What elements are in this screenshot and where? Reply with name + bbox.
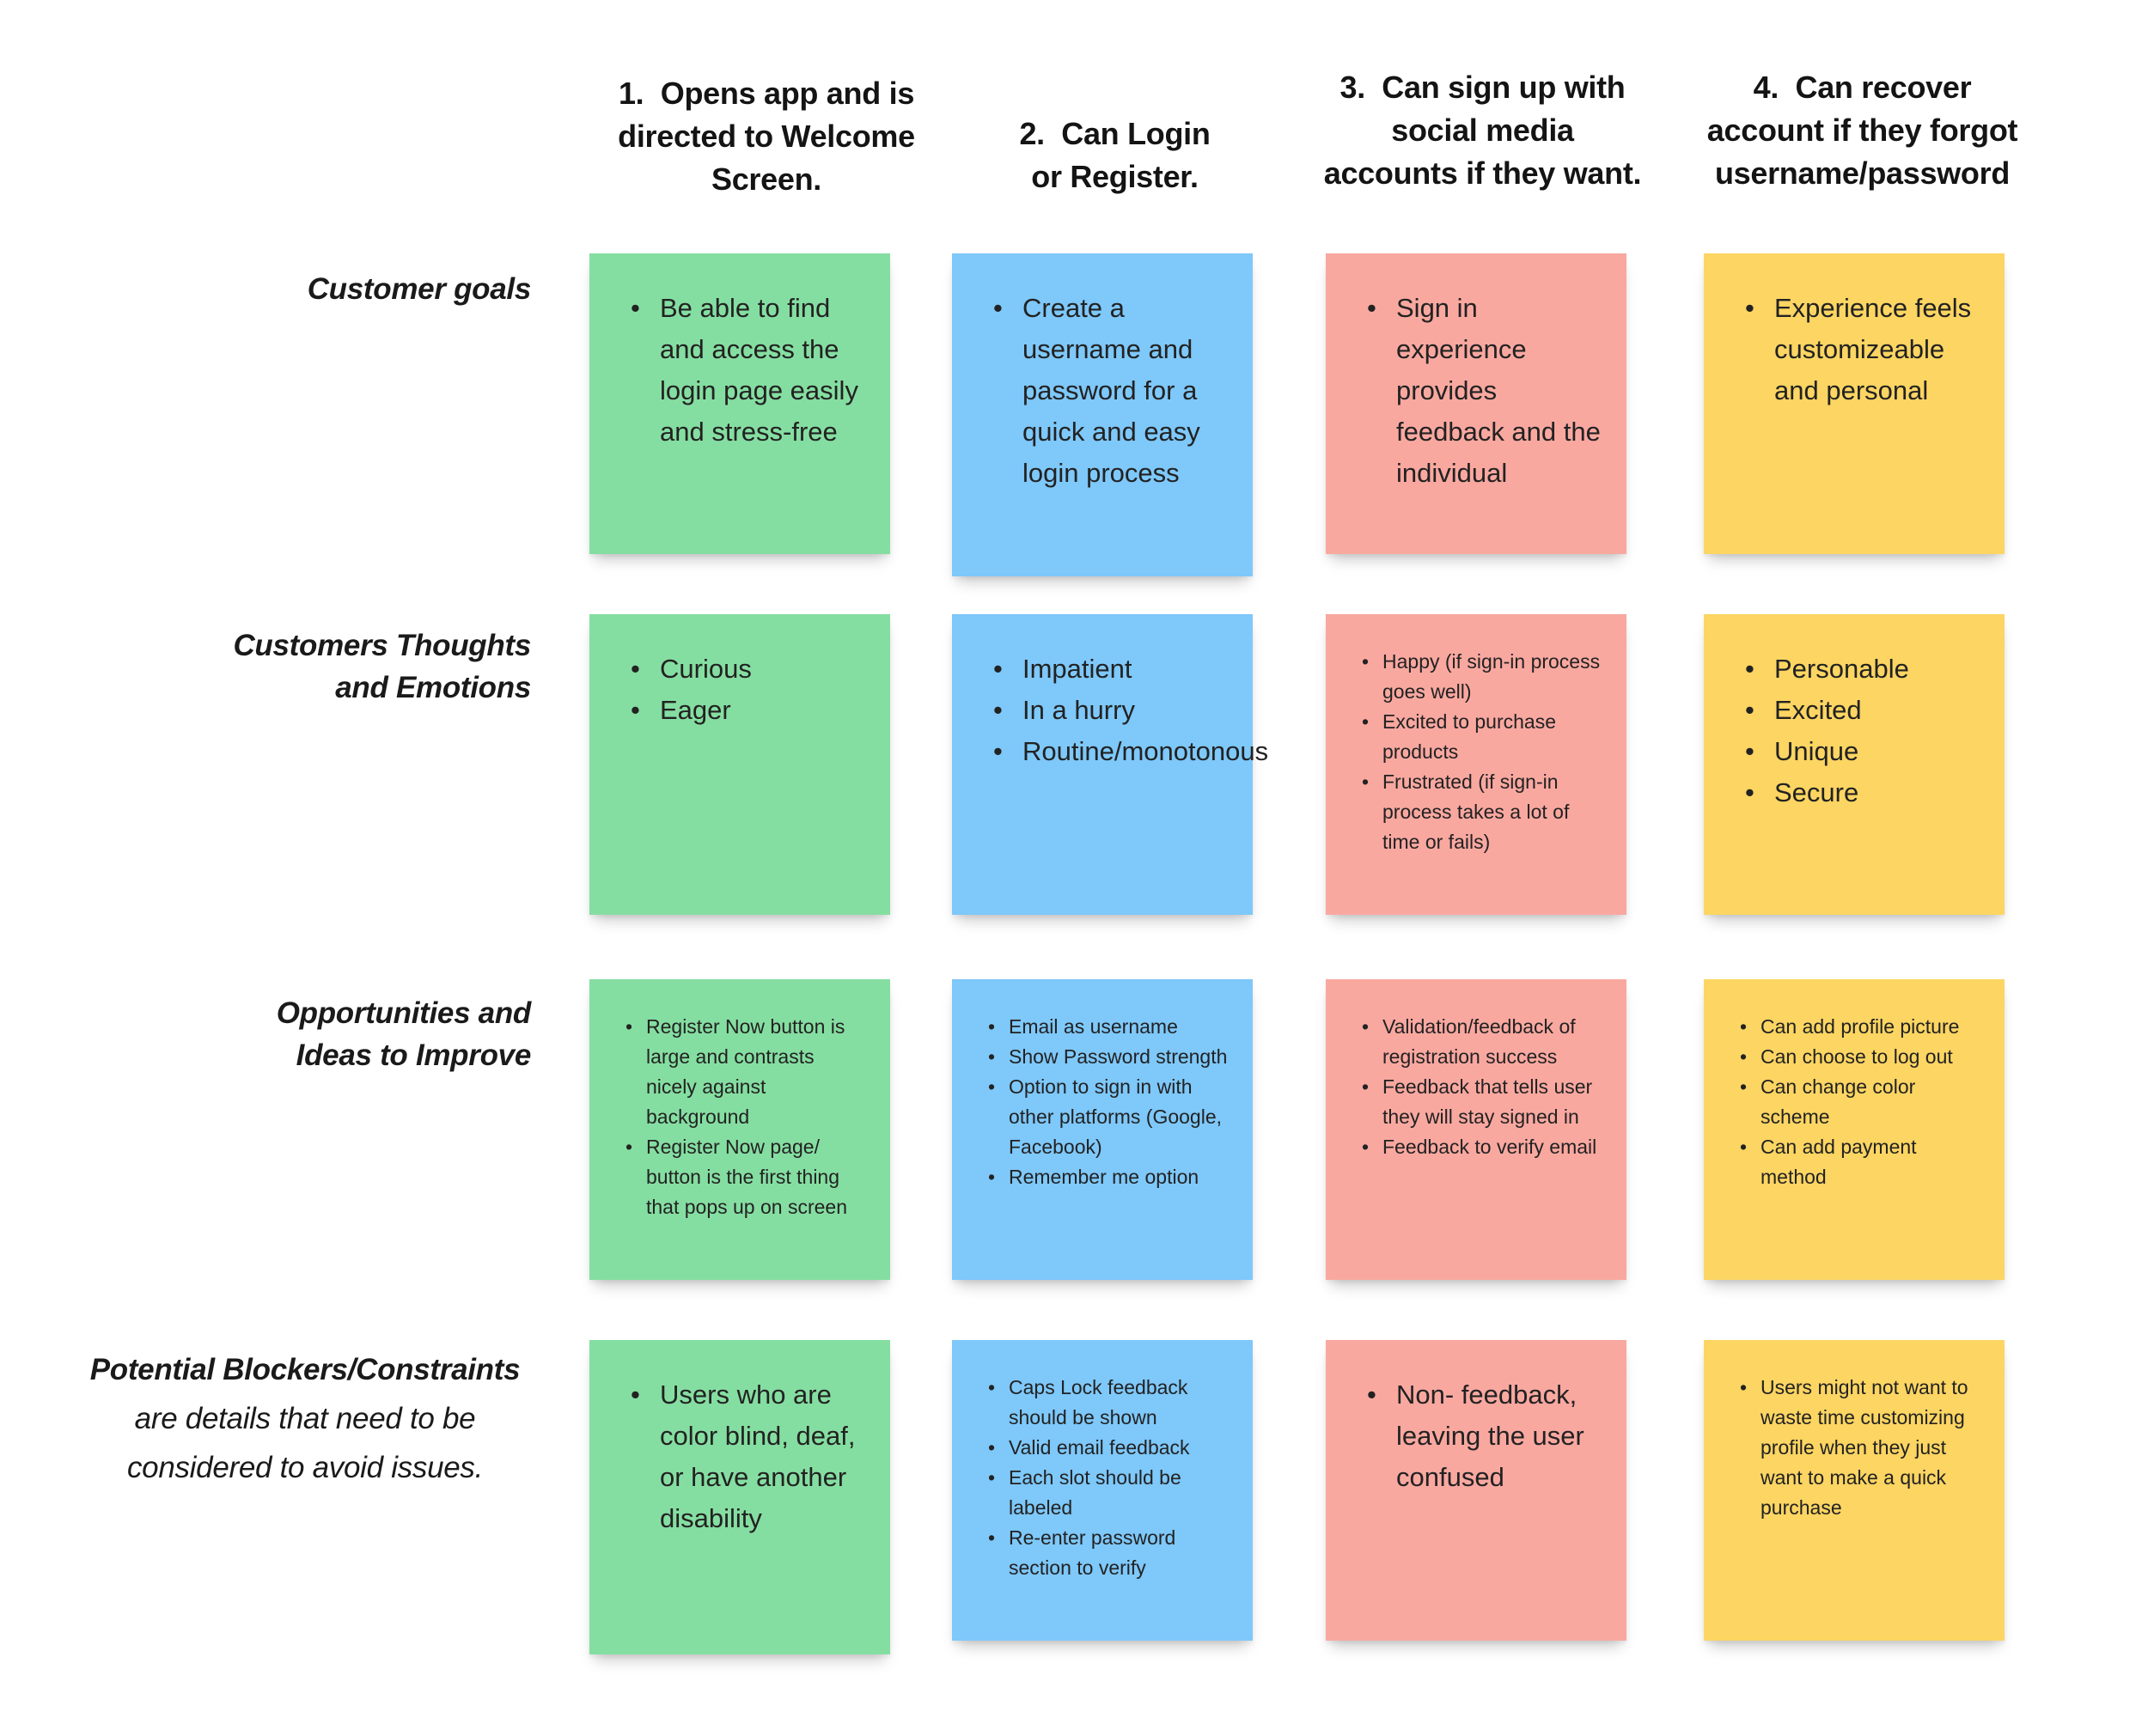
- sticky-note-opportunities-social-signup[interactable]: Validation/feedback of registration succ…: [1326, 979, 1626, 1280]
- note-bullet-item: Users who are color blind, deaf, or have…: [631, 1374, 868, 1539]
- header-line: or Register.: [1031, 159, 1199, 194]
- note-bullet-list: Caps Lock feedback should be shownValid …: [952, 1340, 1253, 1600]
- note-bullet-item: Email as username: [988, 1012, 1232, 1042]
- note-bullet-item: Happy (if sign-in process goes well): [1362, 647, 1606, 707]
- row-label-line: Potential Blockers/Constraints: [89, 1353, 521, 1386]
- note-bullet-item: Show Password strength: [988, 1042, 1232, 1072]
- note-bullet-item: Register Now button is large and contras…: [625, 1012, 870, 1132]
- row-label-opportunities: Opportunities and Ideas to Improve: [0, 992, 532, 1076]
- column-header-step-2: 2. Can Login or Register.: [949, 113, 1280, 198]
- row-label-line: Ideas to Improve: [296, 1039, 532, 1072]
- sticky-note-opportunities-welcome-screen[interactable]: Register Now button is large and contras…: [589, 979, 890, 1280]
- note-bullet-list: Happy (if sign-in process goes well)Exci…: [1326, 614, 1626, 874]
- row-label-thoughts-emotions: Customers Thoughts and Emotions: [0, 624, 531, 709]
- note-bullet-item: Be able to find and access the login pag…: [631, 288, 868, 453]
- note-bullet-item: Re-enter password section to verify: [988, 1523, 1232, 1583]
- header-line: accounts if they want.: [1323, 155, 1642, 191]
- note-bullet-list: Non- feedback, leaving the user confused: [1326, 1340, 1626, 1515]
- sticky-note-goals-login-register[interactable]: Create a username and password for a qui…: [952, 253, 1253, 576]
- sticky-note-blockers-account-recovery[interactable]: Users might not want to waste time custo…: [1704, 1340, 2005, 1641]
- row-label-customer-goals: Customer goals: [0, 268, 532, 310]
- note-bullet-item: Feedback that tells user they will stay …: [1362, 1072, 1606, 1132]
- note-bullet-list: PersonableExcitedUniqueSecure: [1704, 614, 2005, 831]
- note-bullet-item: Create a username and password for a qui…: [993, 288, 1230, 494]
- sticky-note-emotions-social-signup[interactable]: Happy (if sign-in process goes well)Exci…: [1326, 614, 1626, 915]
- sticky-note-blockers-social-signup[interactable]: Non- feedback, leaving the user confused: [1326, 1340, 1626, 1641]
- note-bullet-list: ImpatientIn a hurryRoutine/monotonous: [952, 614, 1268, 789]
- header-line: 3. Can sign up with: [1339, 70, 1626, 105]
- note-bullet-item: Users might not want to waste time custo…: [1740, 1373, 1984, 1523]
- note-bullet-item: Excited to purchase products: [1362, 707, 1606, 767]
- note-bullet-item: Caps Lock feedback should be shown: [988, 1373, 1232, 1433]
- sticky-note-emotions-welcome-screen[interactable]: CuriousEager: [589, 614, 890, 915]
- sticky-note-blockers-login-register[interactable]: Caps Lock feedback should be shownValid …: [952, 1340, 1253, 1641]
- note-bullet-item: Can add profile picture: [1740, 1012, 1984, 1042]
- note-bullet-list: Register Now button is large and contras…: [589, 979, 890, 1240]
- header-line: 4. Can recover: [1753, 70, 1972, 105]
- note-bullet-item: Register Now page/ button is the first t…: [625, 1132, 870, 1222]
- row-label-line: considered to avoid issues.: [126, 1451, 484, 1484]
- column-header-step-4: 4. Can recover account if they forgot us…: [1693, 66, 2032, 195]
- note-bullet-item: Remember me option: [988, 1162, 1232, 1192]
- note-bullet-list: CuriousEager: [589, 614, 890, 748]
- column-header-step-3: 3. Can sign up with social media account…: [1313, 66, 1652, 195]
- note-bullet-list: Email as usernameShow Password strengthO…: [952, 979, 1253, 1209]
- note-bullet-item: Can change color scheme: [1740, 1072, 1984, 1132]
- note-bullet-item: Experience feels customizeable and perso…: [1745, 288, 1982, 411]
- note-bullet-item: Validation/feedback of registration succ…: [1362, 1012, 1606, 1072]
- note-bullet-item: Sign in experience provides feedback and…: [1367, 288, 1604, 494]
- sticky-note-opportunities-account-recovery[interactable]: Can add profile pictureCan choose to log…: [1704, 979, 2005, 1280]
- note-bullet-item: Valid email feedback: [988, 1433, 1232, 1463]
- note-bullet-list: Validation/feedback of registration succ…: [1326, 979, 1626, 1179]
- note-bullet-item: Non- feedback, leaving the user confused: [1367, 1374, 1604, 1498]
- row-label-line: are details that need to be: [134, 1402, 476, 1435]
- sticky-note-goals-social-signup[interactable]: Sign in experience provides feedback and…: [1326, 253, 1626, 554]
- row-label-potential-blockers: Potential Blockers/Constraints are detai…: [64, 1345, 546, 1492]
- note-bullet-list: Be able to find and access the login pag…: [589, 253, 890, 470]
- note-bullet-item: Each slot should be labeled: [988, 1463, 1232, 1523]
- sticky-note-emotions-login-register[interactable]: ImpatientIn a hurryRoutine/monotonous: [952, 614, 1268, 915]
- note-bullet-item: Excited: [1745, 690, 1982, 731]
- header-line: account if they forgot: [1706, 113, 2018, 148]
- note-bullet-item: Curious: [631, 649, 868, 690]
- header-line: social media: [1391, 113, 1574, 148]
- note-bullet-item: Can add payment method: [1740, 1132, 1984, 1192]
- row-label-line: Opportunities and: [276, 996, 532, 1030]
- note-bullet-list: Users who are color blind, deaf, or have…: [589, 1340, 890, 1556]
- header-line: directed to Welcome: [618, 119, 915, 154]
- note-bullet-item: Frustrated (if sign-in process takes a l…: [1362, 767, 1606, 857]
- note-bullet-list: Experience feels customizeable and perso…: [1704, 253, 2005, 429]
- header-line: 1. Opens app and is: [618, 76, 915, 111]
- note-bullet-list: Sign in experience provides feedback and…: [1326, 253, 1626, 511]
- sticky-note-goals-welcome-screen[interactable]: Be able to find and access the login pag…: [589, 253, 890, 554]
- note-bullet-item: Can choose to log out: [1740, 1042, 1984, 1072]
- note-bullet-list: Create a username and password for a qui…: [952, 253, 1253, 511]
- sticky-note-opportunities-login-register[interactable]: Email as usernameShow Password strengthO…: [952, 979, 1253, 1280]
- note-bullet-item: Secure: [1745, 772, 1982, 813]
- note-bullet-item: Feedback to verify email: [1362, 1132, 1606, 1162]
- note-bullet-list: Users might not want to waste time custo…: [1704, 1340, 2005, 1540]
- note-bullet-item: In a hurry: [993, 690, 1230, 731]
- note-bullet-item: Eager: [631, 690, 868, 731]
- note-bullet-item: Impatient: [993, 649, 1230, 690]
- sticky-note-blockers-welcome-screen[interactable]: Users who are color blind, deaf, or have…: [589, 1340, 890, 1654]
- note-bullet-item: Routine/monotonous: [993, 731, 1268, 772]
- note-bullet-list: Can add profile pictureCan choose to log…: [1704, 979, 2005, 1209]
- row-label-line: Customers Thoughts: [233, 629, 531, 662]
- column-header-step-1: 1. Opens app and is directed to Welcome …: [577, 72, 955, 201]
- header-line: Screen.: [711, 161, 821, 197]
- sticky-note-goals-account-recovery[interactable]: Experience feels customizeable and perso…: [1704, 253, 2005, 554]
- header-line: username/password: [1714, 155, 2011, 191]
- note-bullet-item: Option to sign in with other platforms (…: [988, 1072, 1232, 1162]
- sticky-note-emotions-account-recovery[interactable]: PersonableExcitedUniqueSecure: [1704, 614, 2005, 915]
- row-label-line: and Emotions: [335, 671, 531, 704]
- note-bullet-item: Unique: [1745, 731, 1982, 772]
- header-line: 2. Can Login: [1019, 116, 1211, 151]
- note-bullet-item: Personable: [1745, 649, 1982, 690]
- row-label-line: Customer goals: [307, 272, 532, 306]
